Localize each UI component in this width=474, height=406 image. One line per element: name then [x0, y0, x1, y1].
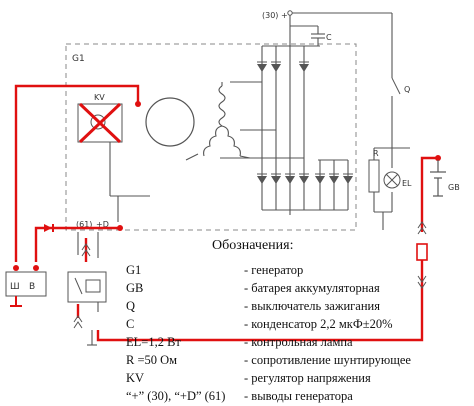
diode-icon	[44, 224, 52, 232]
legend-desc: - выключатель зажигания	[244, 299, 380, 313]
legend-code: R =50 Ом	[126, 353, 178, 367]
lamp-label: EL	[402, 179, 412, 188]
legend-desc: - выводы генератора	[244, 389, 353, 403]
terminal-30	[287, 10, 293, 16]
capacitor-label: C	[326, 33, 332, 42]
legend-code: “+” (30), “+D” (61)	[126, 389, 226, 403]
terminal-30-label: (30)	[262, 11, 278, 20]
regulator-element-icon	[90, 114, 106, 130]
legend-desc: - конденсатор 2,2 мкФ±20%	[244, 317, 393, 331]
legend-code: GB	[126, 281, 144, 295]
plug-sh-label: Ш	[10, 282, 20, 292]
switch-label: Q	[404, 85, 410, 94]
legend-row: GB - батарея аккумуляторная	[126, 280, 380, 296]
legend-code: G1	[126, 263, 142, 277]
terminal-61-sign: +D	[96, 220, 109, 229]
terminal-30-sign: +	[281, 11, 288, 20]
legend-row: Q - выключатель зажигания	[126, 298, 380, 314]
fuse-icon	[416, 243, 428, 261]
legend-title: Обозначения:	[212, 238, 294, 253]
resistor-r	[368, 159, 380, 193]
stator-winding	[185, 82, 251, 161]
legend-row: C - конденсатор 2,2 мкФ±20%	[126, 316, 393, 332]
plug-block	[5, 271, 47, 297]
legend-code: KV	[126, 371, 145, 385]
resistor-label: R	[373, 149, 379, 158]
legend-code: EL=1,2 Вт	[126, 335, 181, 349]
battery-label: GB	[448, 183, 460, 192]
legend-desc: - генератор	[244, 263, 304, 277]
generator-boundary	[65, 43, 357, 231]
legend-row: EL=1,2 Вт - контрольная лампа	[126, 334, 353, 350]
legend-desc: - батарея аккумуляторная	[244, 281, 380, 295]
legend-code: Q	[126, 299, 136, 313]
terminal-61-label: (61)	[76, 220, 92, 229]
legend-desc: - регулятор напряжения	[244, 371, 371, 385]
switch-q	[391, 77, 401, 95]
legend-desc: - сопротивление шунтирующее	[244, 353, 411, 367]
rotor-icon	[145, 97, 195, 147]
plug-v-label: В	[29, 282, 35, 292]
rectifier-diodes-bottom	[257, 173, 353, 184]
legend-row: “+” (30), “+D” (61) - выводы генератора	[126, 388, 353, 404]
legend-row: G1 - генератор	[126, 262, 303, 278]
legend-row: KV - регулятор напряжения	[126, 370, 371, 386]
legend-desc: - контрольная лампа	[244, 335, 353, 349]
battery-gb	[430, 160, 446, 197]
wires	[77, 12, 410, 346]
generator-label: G1	[72, 54, 85, 64]
rectifier-diodes-top	[257, 61, 309, 72]
legend-row: R =50 Ом - сопротивление шунтирующее	[126, 352, 411, 368]
regulator-kv-label: KV	[94, 93, 105, 102]
legend-code: C	[126, 317, 135, 331]
